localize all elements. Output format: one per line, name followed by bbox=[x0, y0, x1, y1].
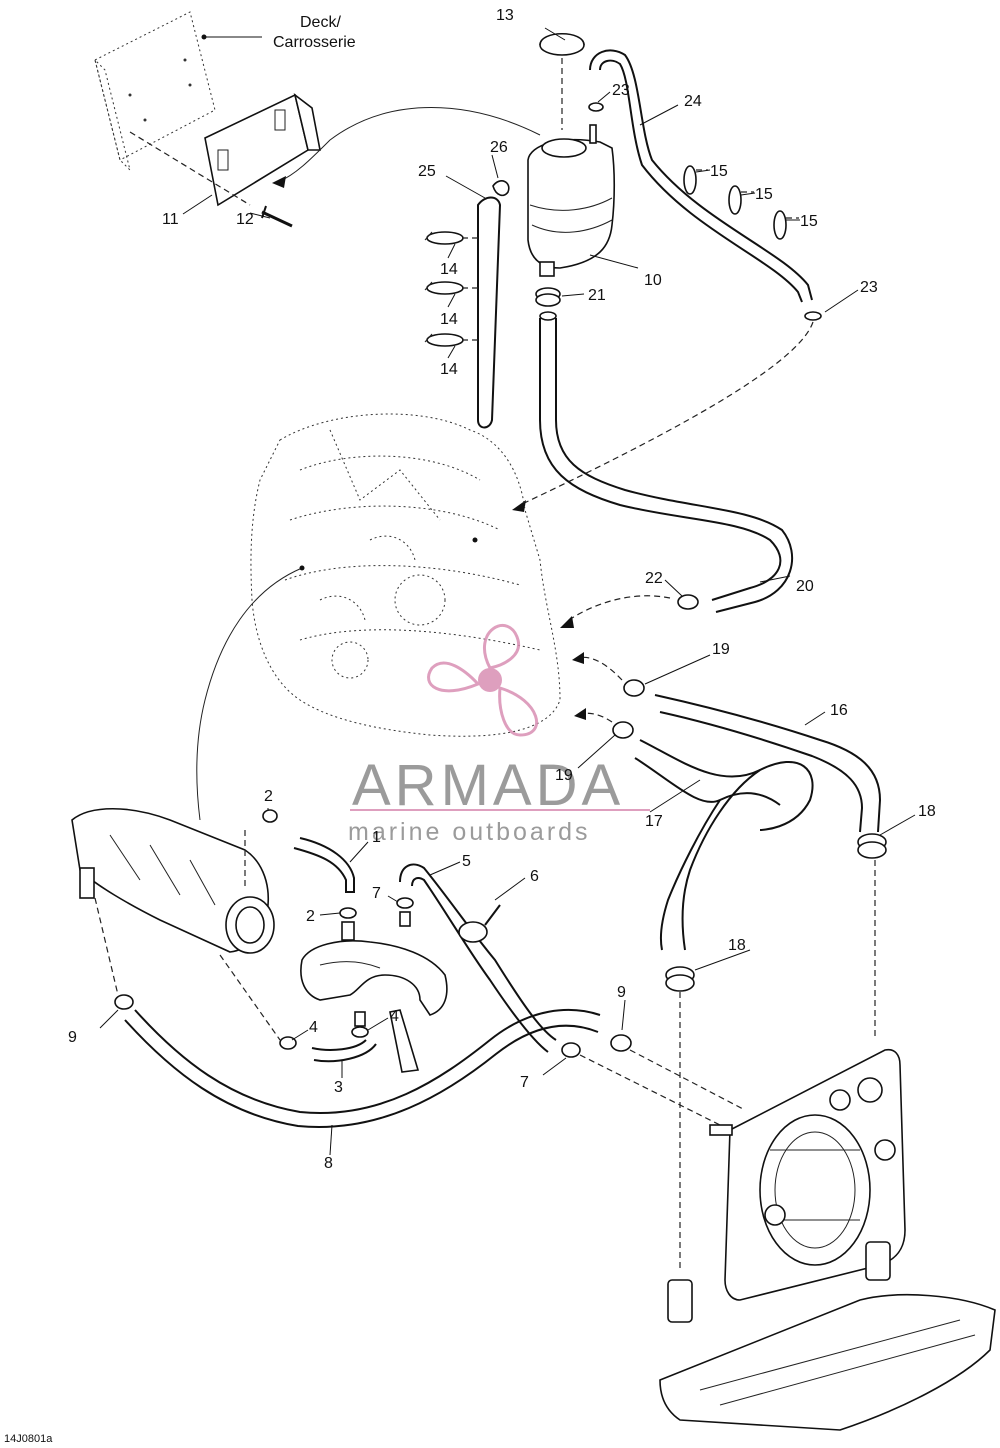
hose-24 bbox=[589, 49, 813, 303]
callout-12: 12 bbox=[236, 211, 254, 228]
watermark-subtitle: marine outboards bbox=[348, 818, 591, 846]
callout-18-left: 18 bbox=[728, 937, 746, 954]
callout-6: 6 bbox=[530, 868, 539, 885]
watermark: ARMADA marine outboards bbox=[348, 624, 650, 846]
callout-7-upper: 7 bbox=[372, 885, 381, 902]
pressure-cap bbox=[539, 33, 585, 56]
deck-label: Deck/ bbox=[300, 14, 341, 31]
hose-8 bbox=[124, 1008, 601, 1128]
watermark-title: ARMADA bbox=[352, 753, 624, 818]
hose-16 bbox=[654, 694, 882, 833]
clamp-18-left bbox=[665, 966, 695, 992]
callout-1: 1 bbox=[372, 829, 381, 846]
clamp-9-left bbox=[114, 994, 134, 1010]
callout-14a: 14 bbox=[440, 261, 458, 278]
callout-24: 24 bbox=[684, 93, 702, 110]
carrosserie-label: Carrosserie bbox=[273, 34, 356, 51]
clamp-23-right bbox=[804, 311, 822, 321]
hull-plate bbox=[659, 1294, 996, 1431]
callout-16: 16 bbox=[830, 702, 848, 719]
hose-25 bbox=[477, 196, 502, 429]
hose-17 bbox=[634, 739, 814, 951]
callout-9-right: 9 bbox=[617, 984, 626, 1001]
mounting-bracket bbox=[204, 93, 321, 207]
callout-15c: 15 bbox=[800, 213, 818, 230]
hose-20 bbox=[539, 311, 794, 613]
callout-17: 17 bbox=[645, 813, 663, 830]
clamp-2-upper bbox=[262, 809, 278, 823]
callout-19-lower: 19 bbox=[555, 767, 573, 784]
clamp-18-right bbox=[857, 833, 887, 859]
drawing-code: 14J0801a bbox=[4, 1433, 53, 1445]
clamp-7-lower bbox=[561, 1042, 581, 1058]
oil-cooler-pipe bbox=[300, 940, 448, 1073]
callout-15a: 15 bbox=[710, 163, 728, 180]
hose-3 bbox=[311, 1039, 377, 1063]
clamp-2-lower bbox=[339, 907, 357, 941]
callout-21: 21 bbox=[588, 287, 606, 304]
callout-26: 26 bbox=[490, 139, 508, 156]
callout-4-left: 4 bbox=[309, 1019, 318, 1036]
expansion-tank bbox=[527, 124, 616, 277]
deck-panel bbox=[94, 11, 216, 172]
callout-15b: 15 bbox=[755, 186, 773, 203]
exhaust-manifold bbox=[71, 808, 275, 954]
callout-9-left: 9 bbox=[68, 1029, 77, 1046]
clamp-23-top bbox=[588, 102, 604, 112]
clips-14 bbox=[424, 231, 478, 347]
callout-18-right: 18 bbox=[918, 803, 936, 820]
clamp-19-lower bbox=[612, 721, 634, 739]
fitting-left bbox=[667, 1279, 693, 1323]
leader-lines bbox=[99, 27, 916, 1156]
tie-strap-6 bbox=[458, 904, 501, 943]
callout-2-upper: 2 bbox=[264, 788, 273, 805]
clamp-22 bbox=[677, 594, 699, 610]
pump-housing bbox=[709, 1048, 906, 1301]
callout-3: 3 bbox=[334, 1079, 343, 1096]
callout-10: 10 bbox=[644, 272, 662, 289]
callout-14b: 14 bbox=[440, 311, 458, 328]
clips-15 bbox=[683, 165, 799, 240]
clamp-7-upper bbox=[396, 897, 414, 927]
callout-25: 25 bbox=[418, 163, 436, 180]
hose-1 bbox=[293, 837, 355, 893]
clamp-4-right bbox=[351, 1011, 369, 1038]
clamp-26 bbox=[492, 180, 510, 197]
engine-block bbox=[250, 413, 561, 737]
callout-11: 11 bbox=[162, 211, 179, 228]
clamp-21 bbox=[535, 287, 561, 307]
callout-5: 5 bbox=[462, 853, 471, 870]
callout-13: 13 bbox=[496, 7, 514, 24]
callout-8: 8 bbox=[324, 1155, 333, 1172]
callout-2-lower: 2 bbox=[306, 908, 315, 925]
clamp-19-upper bbox=[623, 679, 645, 697]
propeller-logo bbox=[427, 624, 538, 737]
clamp-9-right bbox=[610, 1034, 632, 1052]
push-rivet bbox=[261, 205, 293, 228]
fitting-right bbox=[865, 1241, 891, 1281]
callout-labels: Deck/ Carrosserie 13 23 24 26 25 15 15 1… bbox=[4, 7, 936, 1445]
callout-20: 20 bbox=[796, 578, 814, 595]
callout-22: 22 bbox=[645, 570, 663, 587]
callout-7-lower: 7 bbox=[520, 1074, 529, 1091]
callout-23-right: 23 bbox=[860, 279, 878, 296]
callout-23-top: 23 bbox=[612, 82, 630, 99]
callout-19-upper: 19 bbox=[712, 641, 730, 658]
callout-14c: 14 bbox=[440, 361, 458, 378]
callout-4-right: 4 bbox=[390, 1008, 399, 1025]
